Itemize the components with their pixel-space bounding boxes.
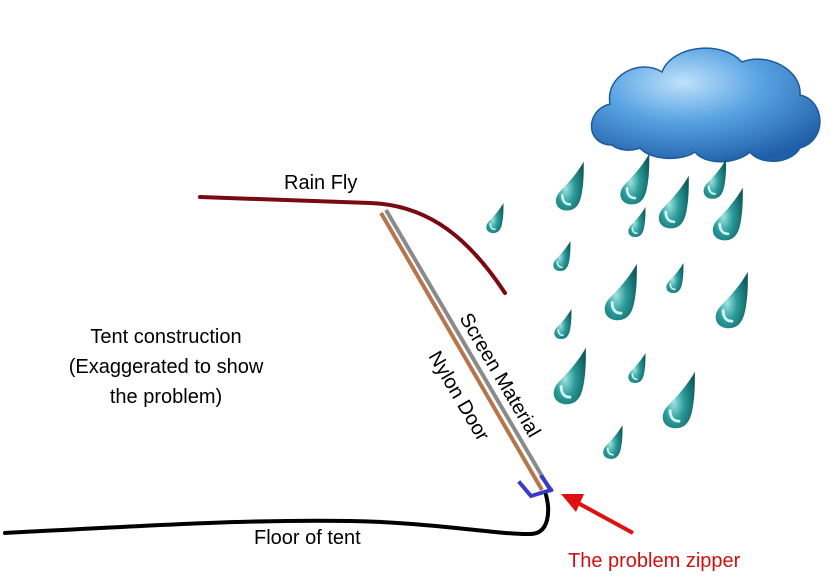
nylon-door-line bbox=[379, 211, 544, 492]
raindrop-icon bbox=[552, 346, 588, 406]
floor-label: Floor of tent bbox=[254, 527, 361, 549]
raindrop-icon bbox=[714, 270, 750, 330]
raindrop-icon bbox=[665, 262, 685, 294]
caption-line-2: (Exaggerated to show bbox=[69, 356, 264, 378]
caption-line-1: Tent construction bbox=[90, 326, 241, 348]
raindrop-icon bbox=[657, 174, 691, 230]
zipper-bracket bbox=[517, 474, 554, 499]
cloud-icon bbox=[590, 47, 821, 163]
rain-fly-line bbox=[198, 195, 507, 295]
arrow-head-icon bbox=[561, 494, 584, 512]
screen-material-line bbox=[384, 208, 551, 490]
raindrop-icon bbox=[661, 370, 697, 430]
rain-fly-label: Rain Fly bbox=[284, 172, 357, 194]
raindrop-icon bbox=[485, 202, 505, 234]
raindrop-icon bbox=[603, 262, 639, 322]
caption-line-3: the problem) bbox=[110, 386, 222, 408]
raindrop-icon bbox=[618, 152, 651, 206]
raindrop-icon bbox=[627, 352, 647, 384]
problem-arrow bbox=[577, 501, 634, 535]
raindrop-icon bbox=[553, 308, 573, 340]
raindrop-icon bbox=[627, 206, 647, 238]
floor-line bbox=[3, 493, 550, 537]
raindrop-icon bbox=[702, 158, 728, 200]
raindrop-icon bbox=[552, 240, 572, 272]
problem-zipper-label: The problem zipper bbox=[568, 550, 741, 572]
raindrop-icon bbox=[602, 424, 624, 460]
raindrop-icon bbox=[554, 160, 586, 212]
